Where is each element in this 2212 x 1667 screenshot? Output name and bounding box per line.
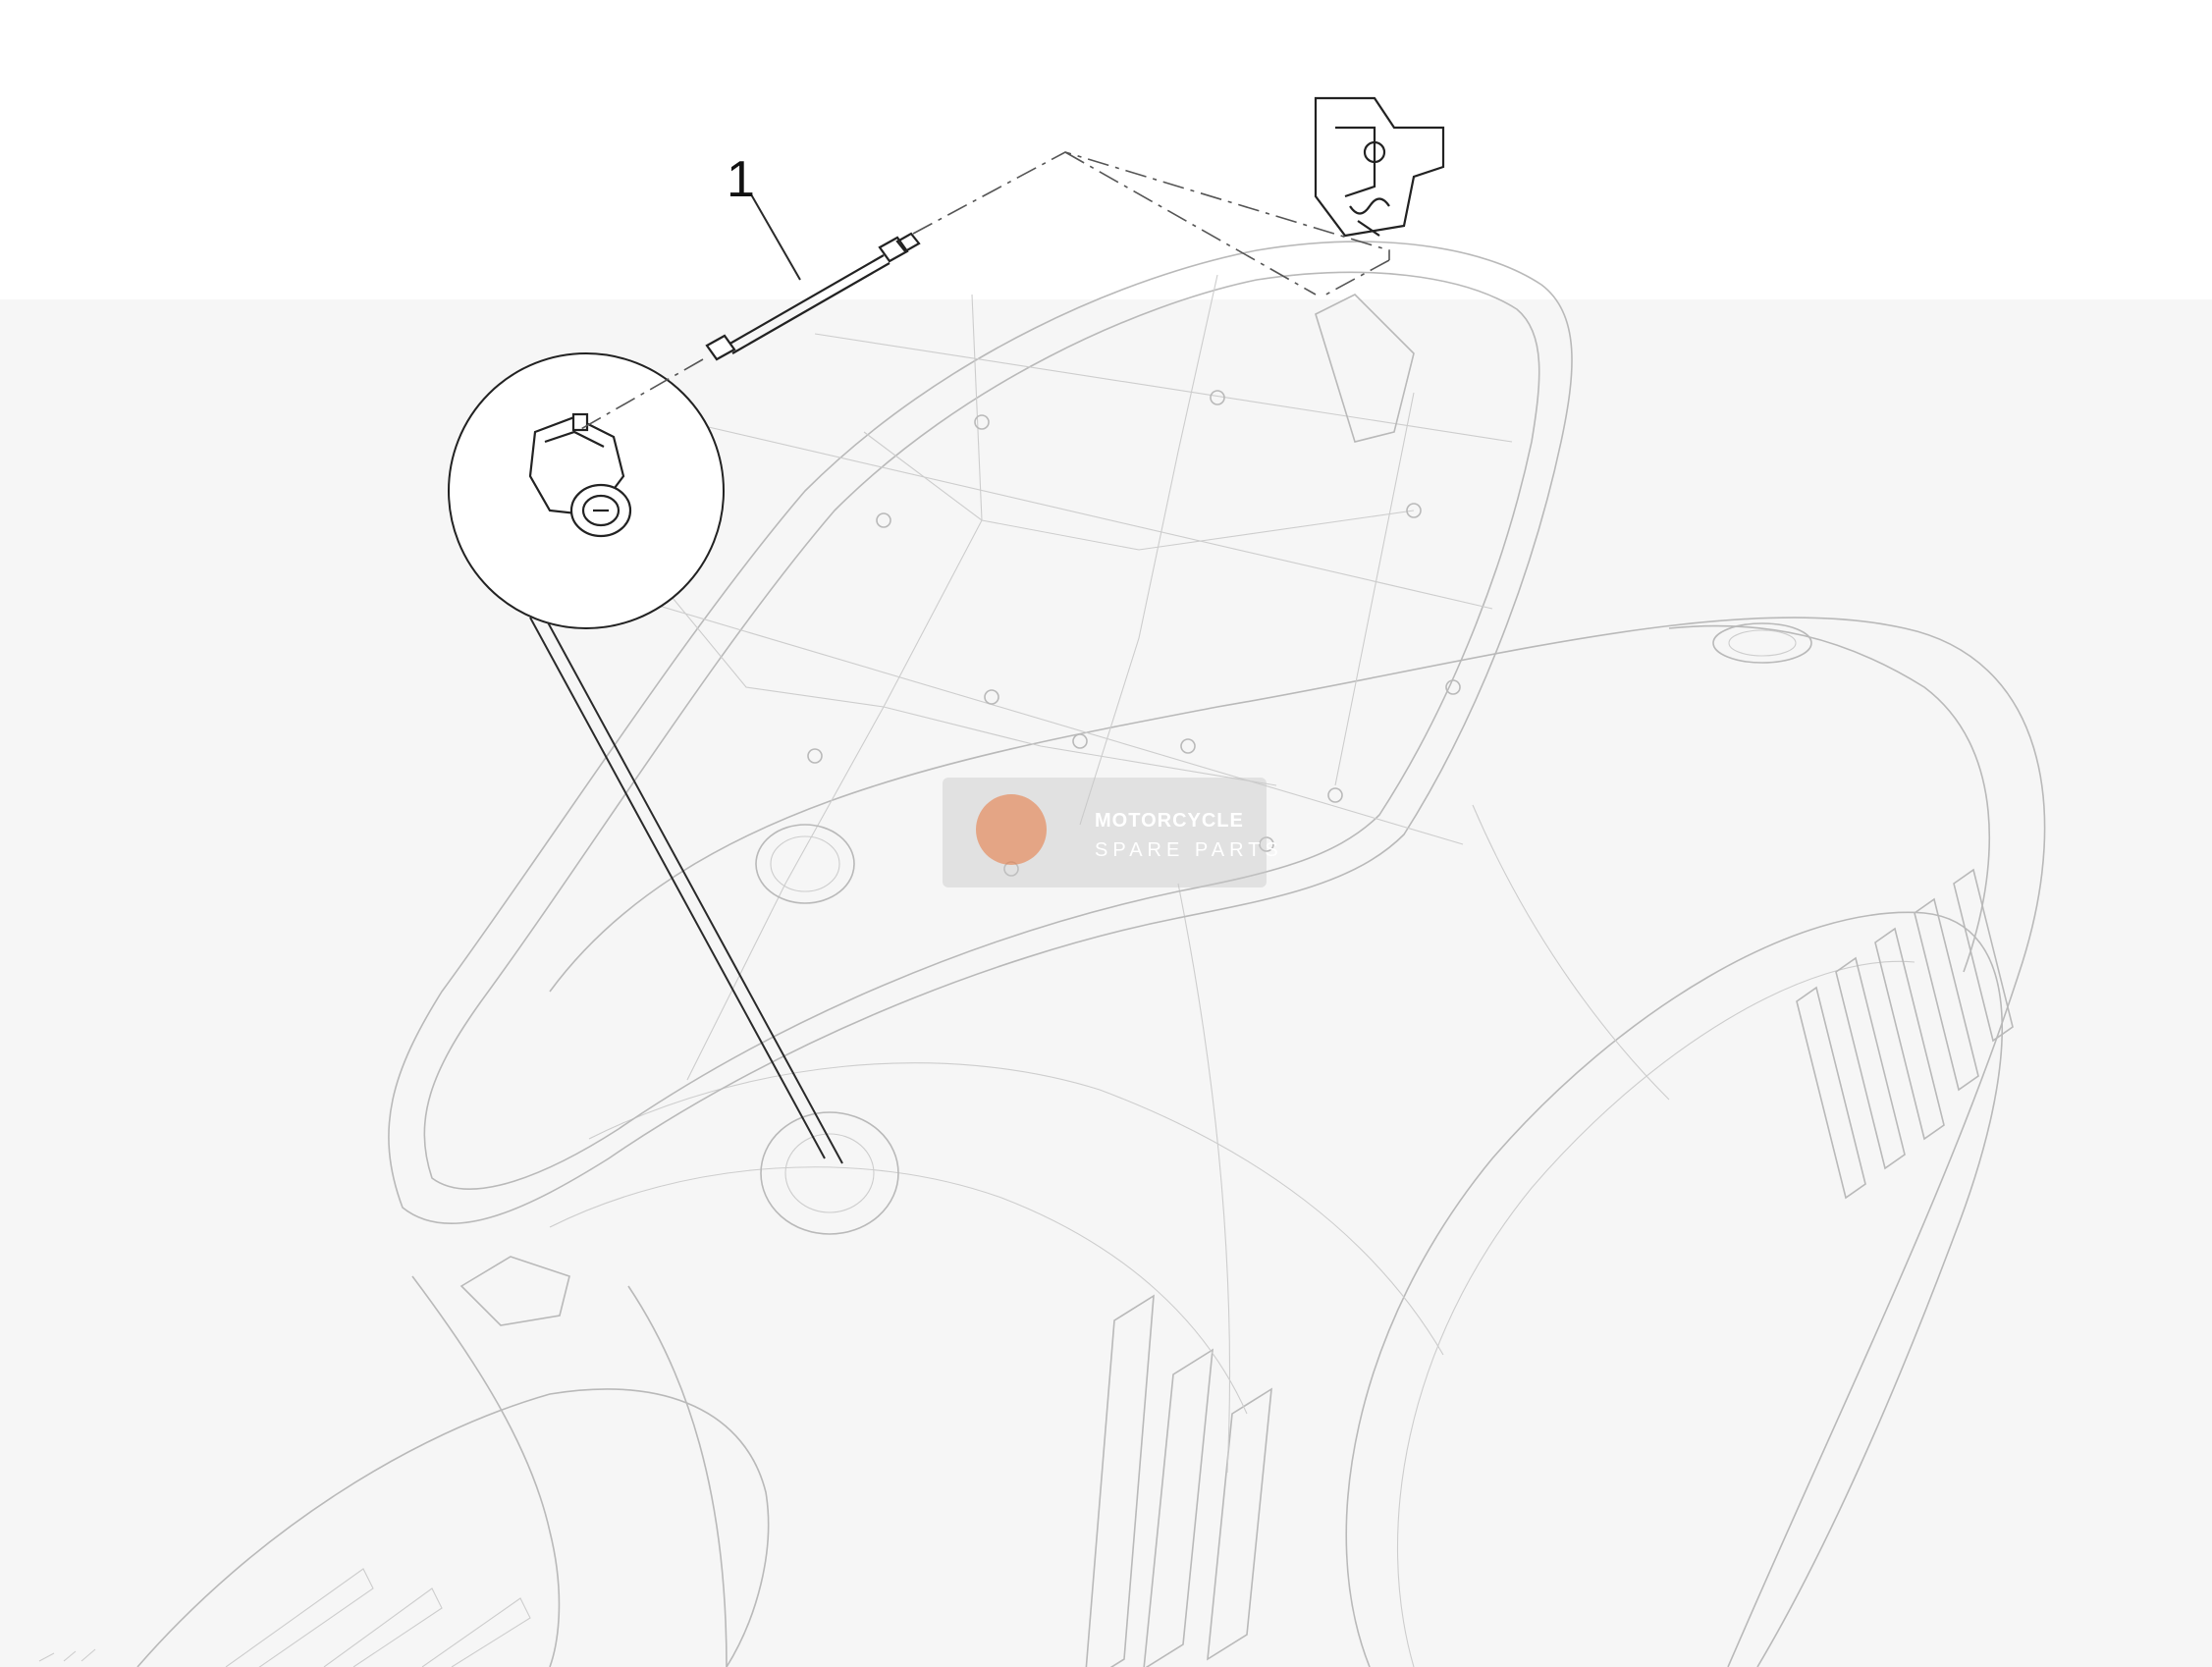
rear-vents [1796, 868, 2014, 1200]
top-panel [0, 0, 2013, 299]
detail-leader-left [529, 617, 826, 1159]
leg-shield-2 [627, 1285, 728, 1667]
cable-end-left [705, 334, 736, 361]
rear-body-inner [1668, 624, 1991, 973]
body-contour-1 [588, 1062, 1444, 1356]
body-contour-4 [1472, 804, 1670, 1101]
rear-body-outline [549, 617, 2046, 1667]
front-vents [1085, 1294, 1272, 1667]
callout-1-leader [750, 193, 801, 281]
watermark: MOTORCYCLE SPARE PARTS [943, 778, 1283, 887]
stand-bracket [459, 1256, 570, 1326]
leg-shield [411, 1275, 561, 1667]
assembly-lines [578, 151, 1390, 431]
body-contour-2 [549, 1166, 1248, 1415]
floorboard-strip-2 [323, 1587, 443, 1667]
callout-1-label: 1 [727, 151, 755, 208]
watermark-line2: SPARE PARTS [1095, 839, 1283, 861]
side-panel-oval [1345, 911, 2003, 1667]
seat-latch-part [1314, 96, 1445, 238]
floorboard-strip-3 [421, 1597, 531, 1667]
watermark-logo [976, 794, 1047, 865]
lock-housing-ghost [760, 1111, 899, 1235]
latch-plate [1314, 96, 1445, 238]
detail-leader-right [547, 621, 843, 1164]
scooter-body-ghost [136, 617, 2046, 1667]
tray-inner [423, 271, 1540, 1190]
floorboard-strip-1 [225, 1568, 374, 1667]
body-contour-3 [1177, 883, 1231, 1474]
seat-tray-ghost [388, 241, 1573, 1235]
latch-mount-ghost [1315, 294, 1415, 443]
seat-release-cable-part: 1 [705, 151, 921, 361]
background-panel [0, 299, 2212, 1667]
side-panel-oval-inner [1397, 960, 1915, 1667]
filler-cap-ghost [755, 824, 855, 904]
floorboard [136, 1388, 770, 1667]
cable-body [726, 254, 885, 347]
rear-cap-ghost [1712, 622, 1812, 664]
tray-outer [388, 241, 1573, 1224]
lock-cylinder-part [528, 412, 632, 538]
lock-detail-callout [448, 352, 843, 1164]
corner-mark [38, 1648, 96, 1662]
watermark-line1: MOTORCYCLE [1095, 810, 1244, 832]
